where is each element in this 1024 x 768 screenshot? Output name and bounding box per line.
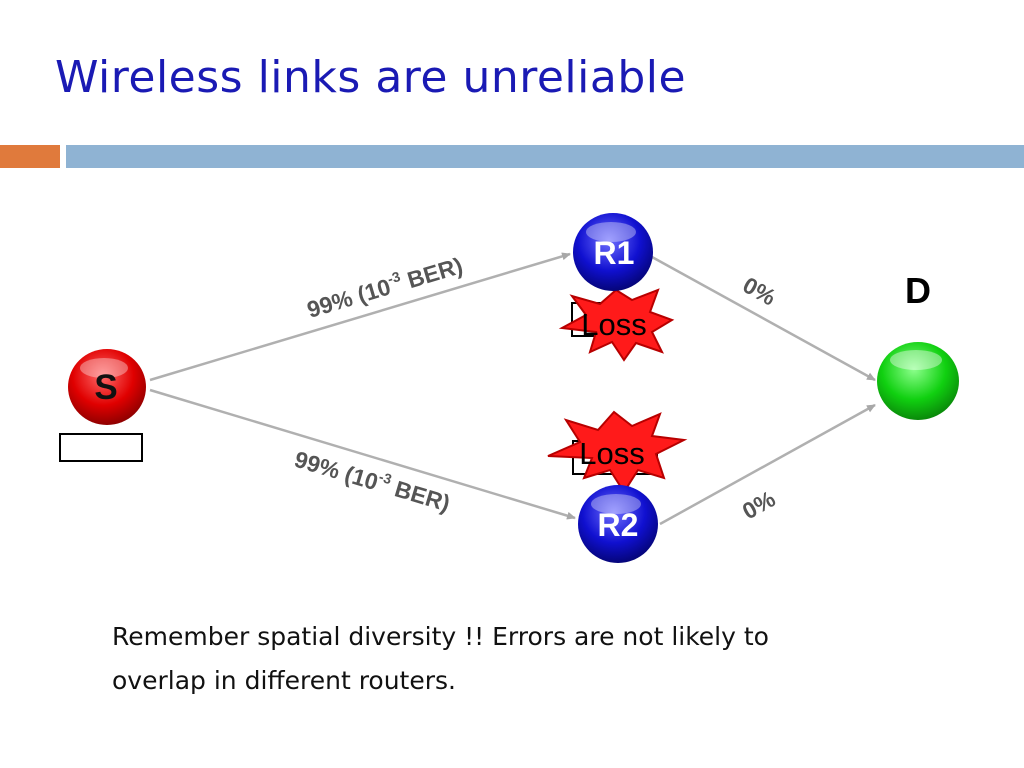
link-r1-d: [651, 255, 876, 382]
label-s-r2: 99% (10-3 BER): [292, 444, 454, 517]
label-s-r1: 99% (10-3 BER): [303, 250, 465, 323]
header-accent-bar: [0, 145, 60, 168]
source-packet-box: [59, 433, 143, 462]
caption-line-1: Remember spatial diversity !! Errors are…: [112, 622, 769, 651]
node-source: S: [68, 349, 146, 425]
link-r2-d: [659, 403, 876, 526]
slide-caption: Remember spatial diversity !! Errors are…: [112, 615, 912, 703]
label-r2-d: 0%: [738, 486, 780, 525]
upper-loss-burst: [558, 288, 675, 362]
node-relay1: R1: [573, 213, 653, 291]
node-destination-label: D: [905, 270, 931, 311]
link-s-r2: [149, 388, 576, 520]
node-source-label: S: [94, 368, 117, 407]
node-relay2-label: R2: [598, 507, 639, 543]
link-s-r1: [149, 252, 571, 382]
header-rule-bar: [66, 145, 1024, 168]
slide-title: Wireless links are unreliable: [55, 52, 687, 103]
upper-loss-label: Loss: [581, 307, 646, 342]
caption-line-2: overlap in different routers.: [112, 666, 456, 695]
label-r1-d: 0%: [739, 272, 781, 311]
node-destination: [877, 342, 959, 420]
lower-loss-label: Loss: [579, 436, 644, 471]
node-relay1-label: R1: [594, 235, 635, 271]
node-relay2: R2: [578, 485, 658, 563]
